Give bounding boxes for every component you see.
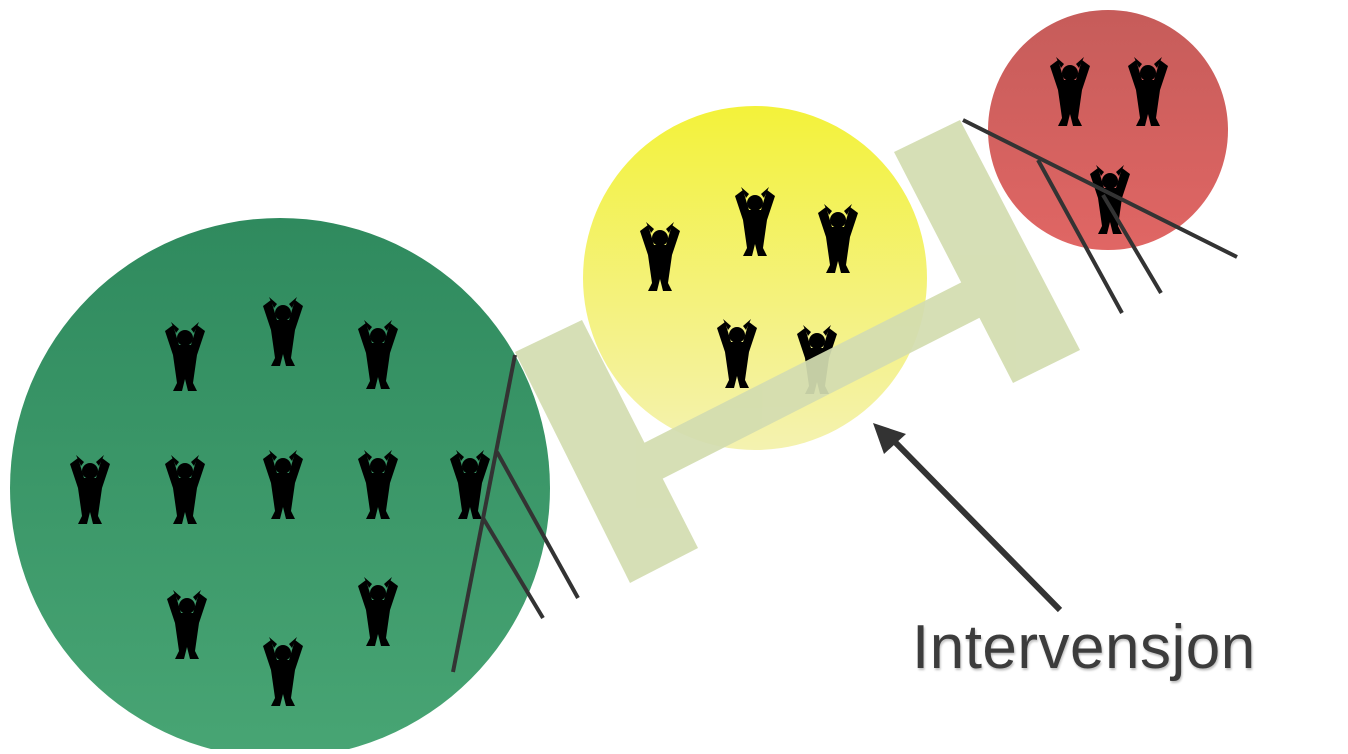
bar-left-plate: [515, 320, 698, 583]
red-group-circle: [988, 10, 1228, 250]
dumbbell-bar: [515, 120, 1080, 583]
sketch-lines-right: [962, 118, 1238, 314]
arrow-icon: [873, 423, 1063, 613]
sketch-lines-left: [451, 354, 580, 673]
intervention-label: Intervensjon: [912, 613, 1256, 682]
bar-right-plate: [894, 120, 1080, 383]
bar-shaft: [640, 280, 985, 480]
